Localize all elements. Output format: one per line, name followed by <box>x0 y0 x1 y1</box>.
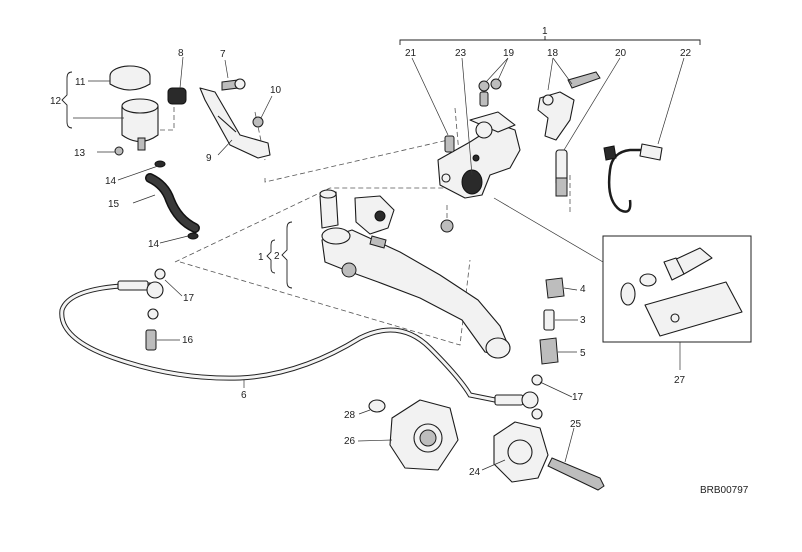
switch-cable-22 <box>607 148 648 213</box>
part-number-labels: 1 21 23 19 18 20 22 8 7 10 11 12 13 9 14… <box>50 26 749 496</box>
reservoir-screw <box>114 146 124 156</box>
label-2: 2 <box>274 251 280 262</box>
label-18: 18 <box>547 48 559 59</box>
bleed-cap-4 <box>545 277 565 299</box>
banjo-end-lower <box>521 391 539 409</box>
bracket-1-lever <box>266 239 276 274</box>
kit-washer <box>620 282 636 306</box>
banjo-bolt-16 <box>145 329 157 351</box>
label-27: 27 <box>674 375 686 386</box>
label-26: 26 <box>344 436 356 447</box>
label-15: 15 <box>108 199 120 210</box>
bleed-valve-5 <box>539 337 559 365</box>
label-4: 4 <box>580 284 586 295</box>
push-rod-21 <box>444 135 455 153</box>
reservoir-bracket <box>199 87 271 159</box>
label-17-lower: 17 <box>572 392 584 403</box>
seal-28 <box>368 399 386 413</box>
bracket-nut-10 <box>252 116 264 128</box>
label-14-lower: 14 <box>148 239 160 250</box>
hose-clamp-upper <box>154 160 166 168</box>
label-9: 9 <box>206 153 212 164</box>
label-3: 3 <box>580 315 586 326</box>
bracket-2-lever <box>281 221 293 289</box>
bracket-group <box>167 78 271 159</box>
washer-17d <box>531 408 543 420</box>
kit-seal <box>639 273 657 287</box>
label-11: 11 <box>75 77 86 88</box>
long-bolt-25 <box>547 457 605 491</box>
label-12: 12 <box>50 96 62 107</box>
nut-23 <box>472 154 480 162</box>
label-1-top: 1 <box>542 26 548 37</box>
hose-clamp-lower <box>187 232 199 240</box>
label-7: 7 <box>220 49 226 60</box>
label-28: 28 <box>344 410 356 421</box>
label-14-upper: 14 <box>105 176 117 187</box>
label-19: 19 <box>503 48 515 59</box>
group-brackets <box>61 36 701 289</box>
bracket-12 <box>61 71 73 129</box>
label-8: 8 <box>178 48 184 59</box>
washer-17c <box>531 374 543 386</box>
mc-lower-nut <box>440 219 454 233</box>
label-5: 5 <box>580 348 586 359</box>
repair-kit-box <box>602 235 752 343</box>
rubber-boot <box>167 87 187 105</box>
master-cylinder-group <box>437 78 521 233</box>
banjo-end-upper <box>146 281 164 299</box>
label-24: 24 <box>469 467 481 478</box>
bleed-screw-3 <box>543 309 555 331</box>
label-21: 21 <box>405 48 417 59</box>
label-23: 23 <box>455 48 467 59</box>
label-25: 25 <box>570 419 582 430</box>
drawing-code: BRB00797 <box>700 485 749 496</box>
master-cylinder-bushing <box>461 169 483 195</box>
label-6: 6 <box>241 390 247 401</box>
label-10: 10 <box>270 85 282 96</box>
bleed-fittings-group <box>539 277 565 365</box>
leader-lines <box>73 56 685 471</box>
bracket-1-top <box>399 39 701 45</box>
kit-instruction-sheet <box>644 281 743 337</box>
banjo-stem <box>479 91 489 107</box>
washer-17a <box>154 268 166 280</box>
washer-17b <box>147 308 159 320</box>
label-22: 22 <box>680 48 692 59</box>
switch-connector <box>639 143 663 161</box>
banjo-fitting-19a <box>478 80 490 92</box>
label-16: 16 <box>182 335 194 346</box>
label-17-upper: 17 <box>183 293 195 304</box>
label-1-lever: 1 <box>258 252 264 263</box>
lever-tip <box>485 337 511 359</box>
clamp-and-switch-group <box>537 71 663 213</box>
banjo-fitting-19b <box>490 78 502 90</box>
lever-screw <box>369 235 387 249</box>
label-20: 20 <box>615 48 627 59</box>
reservoir-group <box>109 65 200 240</box>
hydraulic-hose-group <box>59 268 543 420</box>
lever-pivot-bolt <box>341 262 357 278</box>
adjuster-knob <box>374 210 386 222</box>
label-13: 13 <box>74 148 86 159</box>
reservoir-outlet <box>137 137 146 151</box>
lever-group <box>319 189 511 359</box>
slave-cylinder-group <box>368 399 605 491</box>
clamp-bolt-18 <box>567 71 601 89</box>
